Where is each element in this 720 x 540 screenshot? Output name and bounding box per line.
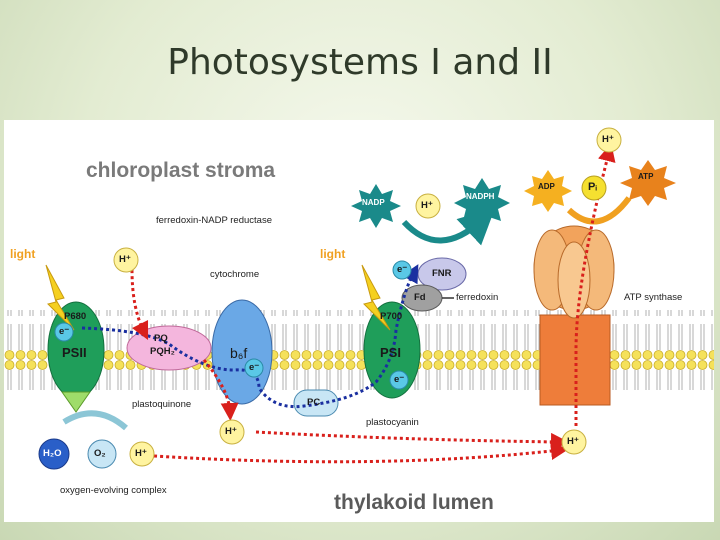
atp-synthesis-arrow <box>566 196 632 225</box>
h-circle-6 <box>129 441 155 467</box>
photosystem-diagram: chloroplast stroma thylakoid lumen light… <box>4 120 714 522</box>
h-label-1: H⁺ <box>119 254 131 265</box>
atp-burst <box>620 160 676 206</box>
cytochrome-label: cytochrome <box>210 269 260 280</box>
psi-label: PSI <box>380 345 401 360</box>
proton-path-lumen-b <box>153 442 569 464</box>
h2o-label: H₂O <box>43 448 62 459</box>
electron-label-2: e⁻ <box>249 362 260 373</box>
h-label-4: H⁺ <box>225 426 237 437</box>
electron-label-1: e⁻ <box>59 326 70 337</box>
cytochrome-b6f-complex <box>211 299 273 405</box>
diagram-graphics <box>4 127 714 470</box>
adp-burst <box>524 170 572 212</box>
e-circle-2 <box>244 358 264 378</box>
h2o-circle <box>38 438 70 470</box>
e-circle-1 <box>54 322 74 342</box>
light-label-right: light <box>320 247 346 261</box>
h-circle-3 <box>596 127 622 153</box>
b6f-label: b₆f <box>230 345 248 361</box>
h-circle-5 <box>561 429 587 455</box>
h-circle-2 <box>415 193 441 219</box>
atp-synthase-graphic <box>533 225 615 406</box>
nadp-label: NADP <box>362 198 385 207</box>
nadp-reduction-arrow <box>401 207 496 246</box>
oxygen-evolving-complex-graphic <box>61 391 91 413</box>
pq-label: PQ <box>154 333 168 344</box>
h-circle-1 <box>113 247 139 273</box>
electron-label-4: e⁻ <box>397 264 408 275</box>
p700-label: P700 <box>380 311 403 322</box>
fd-label: Fd <box>414 292 426 303</box>
water-splitting-arrow <box>62 410 128 431</box>
proton-path-in <box>130 269 149 341</box>
h-label-3: H⁺ <box>602 134 614 145</box>
electron-label-3: e⁻ <box>394 374 405 385</box>
pqh2-label: PQH₂ <box>150 346 175 357</box>
fnr-description: ferredoxin-NADP reductase <box>156 215 272 226</box>
h-label-5: H⁺ <box>567 436 579 447</box>
p680-label: P680 <box>64 311 87 322</box>
proton-path-out <box>202 359 239 421</box>
h-label-6: H⁺ <box>135 448 147 459</box>
e-circle-3 <box>389 370 409 390</box>
o2-label: O₂ <box>94 448 106 459</box>
stroma-label: chloroplast stroma <box>86 159 276 182</box>
adp-label: ADP <box>538 182 555 191</box>
light-bolt-left <box>45 264 75 331</box>
h-label-2: H⁺ <box>421 200 433 211</box>
atp-synthase-label: ATP synthase <box>624 292 683 303</box>
ferredoxin-label: ferredoxin <box>456 292 499 303</box>
pi-circle <box>581 175 607 201</box>
h-circle-4 <box>219 419 245 445</box>
o2-circle <box>87 439 117 469</box>
pc-label: PC <box>307 397 321 408</box>
e-circle-4 <box>392 260 412 280</box>
lumen-label: thylakoid lumen <box>334 491 494 514</box>
oec-label: oxygen-evolving complex <box>60 485 167 496</box>
light-label-left: light <box>10 247 36 261</box>
proton-path-lumen-a <box>255 430 569 451</box>
atp-label: ATP <box>638 172 654 181</box>
nadph-label: NADPH <box>466 192 495 201</box>
light-bolt-right <box>361 264 391 331</box>
slide-title: Photosystems I and II <box>167 42 553 83</box>
fnr-label: FNR <box>432 268 452 279</box>
pi-label: Pᵢ <box>588 181 597 193</box>
plastocyanin-label: plastocyanin <box>366 417 419 428</box>
psii-label: PSII <box>62 345 87 360</box>
nadp-burst <box>351 184 401 228</box>
proton-path-atp <box>574 143 616 426</box>
plastoquinone-label: plastoquinone <box>132 399 192 410</box>
